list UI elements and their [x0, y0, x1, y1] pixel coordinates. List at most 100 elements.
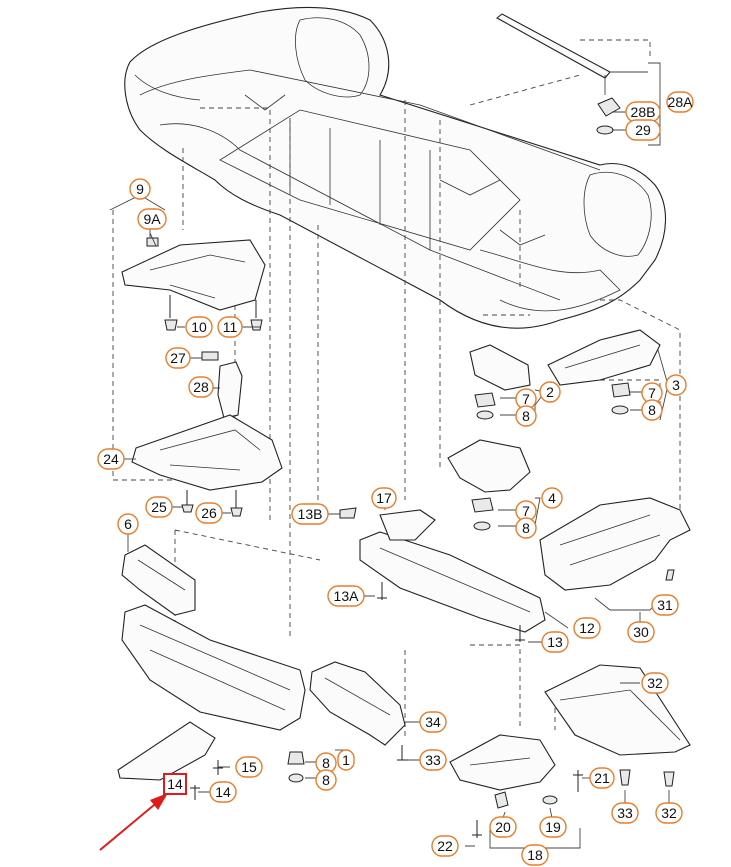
svg-text:25: 25: [151, 499, 167, 515]
svg-text:31: 31: [657, 597, 673, 613]
callout-8-c[interactable]: 8: [515, 517, 537, 539]
callout-4[interactable]: 4: [541, 487, 563, 509]
svg-text:21: 21: [594, 770, 610, 786]
part-28-strip: [496, 13, 661, 146]
callout-8-b[interactable]: 8: [641, 399, 663, 421]
svg-text:24: 24: [103, 451, 119, 467]
callout-15[interactable]: 14: [209, 781, 237, 803]
callout-7-a[interactable]: 7: [515, 388, 537, 410]
svg-text:8: 8: [648, 402, 656, 418]
bolt-11: [250, 300, 263, 331]
svg-text:26: 26: [201, 505, 217, 521]
callout-13[interactable]: 13: [541, 631, 569, 653]
callout-9A[interactable]: 9A: [137, 208, 167, 230]
svg-text:12: 12: [579, 620, 595, 636]
red-arrow-pointer: [99, 793, 168, 851]
callout-2[interactable]: 2: [539, 381, 561, 403]
callout-24[interactable]: 25: [145, 496, 173, 518]
callout-1[interactable]: 1: [337, 749, 355, 771]
callout-11[interactable]: 11: [217, 316, 243, 338]
callout-17[interactable]: 17: [371, 487, 397, 509]
svg-text:17: 17: [376, 490, 392, 506]
callout-33-a[interactable]: 33: [419, 749, 447, 771]
svg-text:9A: 9A: [143, 211, 161, 227]
callout-28[interactable]: 28A: [666, 91, 694, 113]
part-1-rail: [121, 604, 306, 783]
svg-text:32: 32: [647, 675, 663, 691]
svg-text:32: 32: [661, 805, 677, 821]
callout-34[interactable]: 34: [419, 711, 447, 733]
svg-text:27: 27: [170, 350, 186, 366]
svg-text:19: 19: [545, 819, 561, 835]
callout-22[interactable]: 22: [431, 835, 459, 857]
callout-20[interactable]: 20: [489, 816, 517, 838]
callout-12[interactable]: 12: [573, 617, 601, 639]
callout-13A[interactable]: 13A: [327, 585, 365, 607]
svg-text:4: 4: [548, 490, 556, 506]
callout-27[interactable]: 28: [188, 376, 214, 398]
svg-text:8: 8: [322, 755, 330, 771]
callout-18[interactable]: 18: [521, 844, 549, 866]
callout-25[interactable]: 26: [195, 502, 223, 524]
svg-text:8: 8: [522, 408, 530, 424]
svg-text:18: 18: [527, 847, 543, 863]
part-23-shield: [131, 414, 283, 517]
part-14-bracket: [117, 721, 223, 800]
svg-text:34: 34: [425, 714, 441, 730]
callout-13B[interactable]: 13B: [291, 503, 329, 525]
callout-31[interactable]: 32: [641, 672, 669, 694]
part-9-shield: [109, 194, 266, 331]
svg-text:13A: 13A: [334, 588, 360, 604]
svg-text:2: 2: [546, 384, 554, 400]
svg-text:28A: 28A: [668, 94, 694, 110]
callout-26[interactable]: 27: [165, 347, 191, 369]
part-4-shield: [447, 439, 531, 531]
part-29-shield: [539, 497, 691, 622]
callout-28A[interactable]: 28B: [625, 101, 661, 123]
part-34-cover: [309, 661, 408, 761]
svg-text:13B: 13B: [298, 506, 323, 522]
callout-28B[interactable]: 29: [625, 119, 661, 141]
callout-3[interactable]: 3: [665, 374, 687, 396]
callout-8-d[interactable]: 98: [315, 769, 337, 791]
svg-text:3: 3: [672, 377, 680, 393]
svg-text:33: 33: [425, 752, 441, 768]
callout-16[interactable]: 15: [235, 756, 263, 778]
callout-23[interactable]: 24: [97, 448, 125, 470]
part-12-shield: [339, 507, 546, 642]
svg-text:14: 14: [215, 784, 231, 800]
callout-29[interactable]: 30: [627, 621, 655, 643]
svg-text:13: 13: [547, 634, 563, 650]
svg-text:7: 7: [648, 385, 656, 401]
part-6-bracket: [121, 544, 196, 616]
svg-text:10: 10: [191, 319, 207, 335]
svg-text:14: 14: [167, 776, 183, 792]
svg-text:28: 28: [193, 379, 209, 395]
svg-text:11: 11: [223, 319, 238, 335]
bolt-10: [164, 295, 178, 331]
svg-text:1: 1: [342, 752, 350, 768]
callout-8-a[interactable]: 8: [515, 405, 537, 427]
svg-text:33: 33: [617, 805, 633, 821]
callout-33-b[interactable]: 33: [611, 802, 639, 824]
callout-14-highlight[interactable]: 13B 14: [163, 773, 187, 795]
part-3-shield: [547, 329, 661, 415]
callout-30[interactable]: 31: [651, 594, 679, 616]
callout-7-d[interactable]: 8: [315, 752, 337, 774]
svg-text:28B: 28B: [631, 104, 656, 120]
callout-9[interactable]: 9: [129, 178, 151, 200]
svg-text:22: 22: [437, 838, 453, 854]
svg-text:9: 9: [136, 181, 144, 197]
svg-text:30: 30: [633, 624, 649, 640]
svg-text:15: 15: [241, 759, 257, 775]
callout-6[interactable]: 6: [117, 513, 139, 535]
callout-10[interactable]: 10: [185, 316, 213, 338]
svg-text:20: 20: [495, 819, 511, 835]
callout-21[interactable]: 21: [589, 767, 615, 789]
part-26-27: [201, 351, 243, 419]
svg-text:6: 6: [124, 516, 132, 532]
callout-19[interactable]: 19: [539, 816, 567, 838]
svg-text:8: 8: [322, 772, 330, 788]
